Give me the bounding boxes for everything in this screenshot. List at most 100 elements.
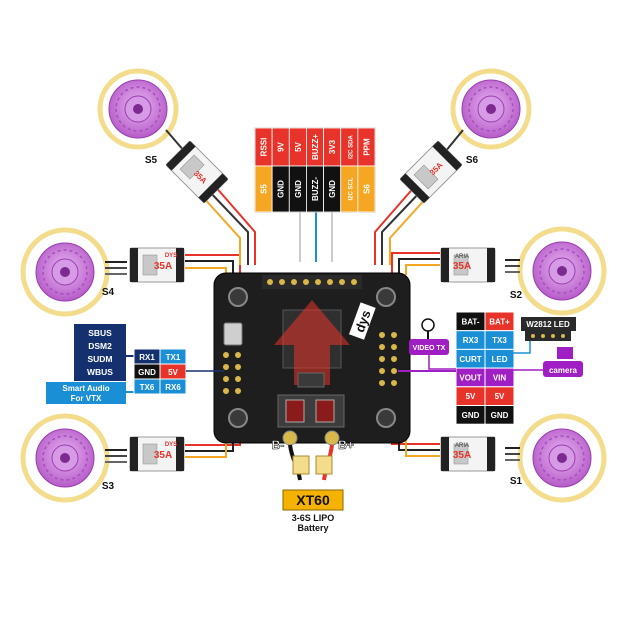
battery-type-label: 3-6S LIPO bbox=[292, 513, 335, 523]
pin-tx1: TX1 bbox=[166, 353, 181, 362]
led-strip-label: W2812 LED bbox=[526, 320, 570, 329]
protocol-list bbox=[74, 324, 126, 381]
header-top-pin-label: BUZZ+ bbox=[311, 134, 320, 160]
esc-s4: 35A DYS bbox=[129, 247, 185, 283]
propeller-icon bbox=[35, 242, 95, 302]
right-pin-label: 5V bbox=[495, 392, 505, 401]
right-pin-label: VOUT bbox=[459, 373, 481, 382]
right-pin-label: LED bbox=[492, 355, 508, 364]
header-top-pin-label: I2C SDA bbox=[348, 134, 354, 158]
protocol-sudm: SUDM bbox=[87, 354, 112, 364]
protocol-wbus: WBUS bbox=[87, 367, 113, 377]
fc-logo: dys bbox=[352, 308, 374, 334]
prop-ring bbox=[20, 413, 110, 503]
pad-neg bbox=[282, 430, 298, 446]
motor-label-s1: S1 bbox=[510, 476, 523, 487]
header-bottom-pin-label: GND bbox=[277, 180, 286, 198]
prop-ring bbox=[97, 68, 179, 150]
esc-amp-label: 35A bbox=[154, 261, 172, 272]
pin-tx6: TX6 bbox=[140, 383, 155, 392]
motor-s1 bbox=[517, 413, 607, 503]
esc-series-label: ARIA bbox=[455, 443, 469, 449]
motor-label-s5: S5 bbox=[145, 155, 158, 166]
esc-brand-label: DYS bbox=[165, 442, 177, 448]
esc-s5: 35A bbox=[165, 140, 229, 204]
receiver-section: SBUS DSM2 SUDM WBUS Smart Audio For VTX … bbox=[46, 324, 224, 404]
propeller-icon bbox=[108, 79, 168, 139]
smart-audio-label: Smart Audio bbox=[62, 384, 109, 393]
battery-label: Battery bbox=[297, 523, 328, 533]
esc-s2: 35A ARIA bbox=[440, 247, 496, 283]
prop-ring bbox=[450, 68, 532, 150]
propeller-icon bbox=[461, 79, 521, 139]
pin-gnd: GND bbox=[138, 368, 156, 377]
header-top-pin-label: 3V3 bbox=[328, 139, 337, 154]
mount-hole bbox=[228, 408, 248, 428]
right-pin-label: CURT bbox=[459, 355, 481, 364]
header-bottom-pin-label: S5 bbox=[260, 184, 269, 194]
header-bottom-cell bbox=[357, 165, 376, 213]
esc-amp-label: 35A bbox=[453, 261, 471, 272]
prop-ring bbox=[20, 227, 110, 317]
header-top-pin-label: 5V bbox=[294, 141, 303, 151]
xt60-box bbox=[282, 489, 344, 511]
right-pin-label: VIN bbox=[493, 373, 507, 382]
video-tx-label: VIDEO TX bbox=[413, 345, 446, 352]
esc-series-label: ARIA bbox=[455, 254, 469, 260]
right-pin-label: TX3 bbox=[492, 336, 507, 345]
camera: camera bbox=[510, 347, 583, 377]
battery-connection: B- B+ XT60 3-6S LIPO Battery bbox=[271, 430, 354, 533]
pad-neg-label: B- bbox=[272, 438, 285, 452]
antenna-icon bbox=[421, 318, 435, 332]
xt60-label: XT60 bbox=[296, 492, 330, 508]
propeller-icon bbox=[35, 428, 95, 488]
protocol-sbus: SBUS bbox=[88, 328, 112, 338]
propeller-icon bbox=[532, 241, 592, 301]
direction-arrow-icon bbox=[274, 300, 350, 385]
pin-rx6: RX6 bbox=[165, 383, 181, 392]
motor-wires bbox=[105, 129, 520, 463]
right-pin-label: GND bbox=[491, 411, 509, 420]
smart-audio-sub-label: For VTX bbox=[71, 394, 102, 403]
camera-icon bbox=[557, 347, 573, 359]
mount-hole bbox=[228, 287, 248, 307]
propeller-icon bbox=[532, 428, 592, 488]
header-bottom-pin-label: BUZZ- bbox=[311, 177, 320, 201]
header-top-pin-label: PPM bbox=[362, 138, 371, 156]
motor-s4 bbox=[20, 227, 110, 317]
right-pin-label: RX3 bbox=[463, 336, 479, 345]
pin-rx1: RX1 bbox=[139, 353, 155, 362]
prop-ring bbox=[517, 413, 607, 503]
header-bottom-pin-label: S6 bbox=[362, 184, 371, 194]
right-pin-cell bbox=[484, 405, 515, 425]
pad-pos-label: B+ bbox=[338, 438, 354, 452]
flight-controller-board: dys bbox=[213, 272, 411, 444]
top-header-table: RSSI 9V 5V BUZZ+ 3V3 I2C SDA PPM S5 GND GND BUZZ-… bbox=[254, 127, 376, 213]
esc-amp-label: 35A bbox=[453, 450, 471, 461]
motor-label-s6: S6 bbox=[466, 155, 479, 166]
protocol-dsm2: DSM2 bbox=[88, 341, 112, 351]
motor-s6 bbox=[450, 68, 532, 150]
header-top-pin-label: 9V bbox=[277, 141, 286, 151]
mount-hole bbox=[376, 408, 396, 428]
esc-brand-label: DYS bbox=[165, 253, 177, 259]
mount-hole bbox=[376, 287, 396, 307]
motor-s5 bbox=[97, 68, 179, 150]
header-bottom-pin-label: GND bbox=[328, 180, 337, 198]
esc-s3: 35A DYS bbox=[129, 436, 185, 472]
right-pin-label: GND bbox=[462, 411, 480, 420]
camera-label: camera bbox=[549, 366, 578, 375]
motor-label-s4: S4 bbox=[102, 287, 115, 298]
right-pin-label: BAT+ bbox=[489, 317, 510, 326]
header-top-pin-label: RSSI bbox=[260, 138, 269, 157]
esc-s1: 35A ARIA bbox=[440, 436, 496, 472]
usb-port bbox=[223, 322, 243, 346]
motor-s3 bbox=[20, 413, 110, 503]
motor-label-s2: S2 bbox=[510, 290, 523, 301]
pin-5v: 5V bbox=[168, 368, 178, 377]
right-pin-label: 5V bbox=[466, 392, 476, 401]
led-strip: W2812 LED bbox=[510, 317, 576, 354]
